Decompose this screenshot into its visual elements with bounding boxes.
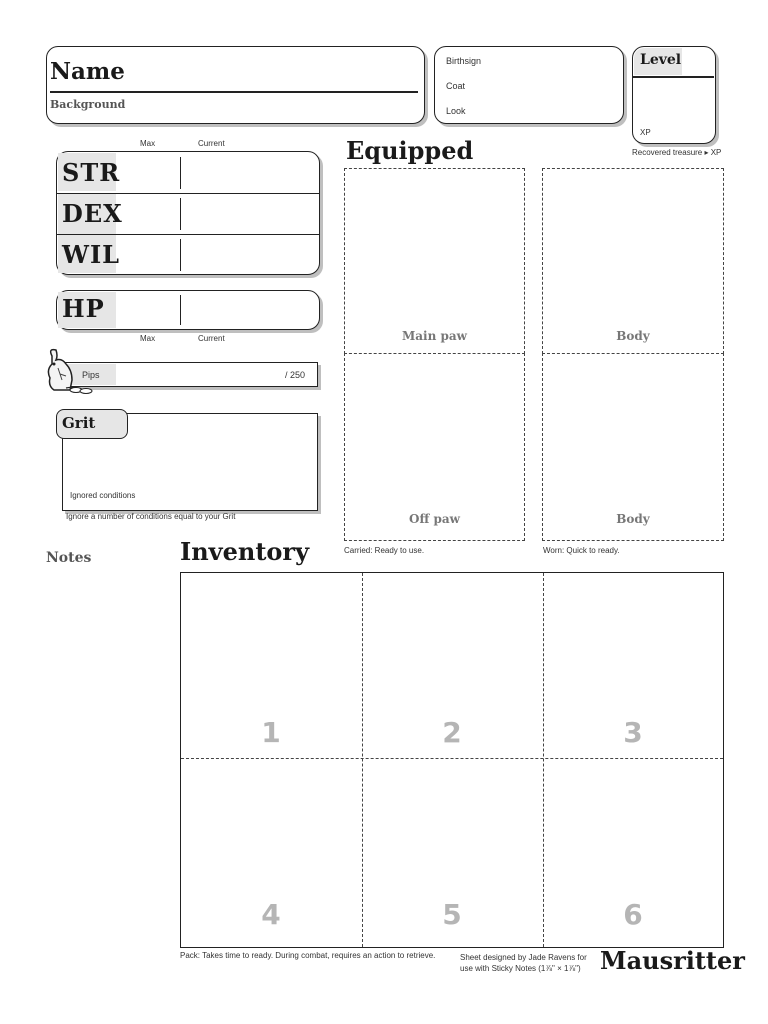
inventory-slot-number: 5 [442, 898, 462, 931]
grit-label: Grit [62, 414, 96, 432]
grit-note: Ignore a number of conditions equal to y… [66, 512, 236, 521]
grit-tab [56, 409, 128, 439]
equipped-title: Equipped [346, 136, 474, 165]
inventory-slot-number: 2 [442, 716, 462, 749]
bio-box[interactable] [434, 46, 624, 124]
body-label-1: Body [616, 329, 650, 343]
inventory-slot-number: 4 [261, 898, 281, 931]
name-divider [50, 91, 418, 93]
xp-label: XP [640, 128, 651, 137]
recovered-treasure-note: Recovered treasure ▸ XP [632, 148, 722, 157]
background-label: Background [50, 98, 126, 111]
worn-note: Worn: Quick to ready. [543, 546, 620, 555]
hp-label: HP [62, 294, 105, 323]
level-divider [632, 76, 714, 78]
mouse-coin-icon [47, 348, 93, 394]
inventory-slot-number: 3 [623, 716, 643, 749]
str-label: STR [62, 158, 121, 187]
hp-shade [58, 292, 116, 328]
body-slot-2[interactable] [542, 353, 724, 541]
off-paw-label: Off paw [409, 512, 460, 526]
birthsign-label: Birthsign [446, 56, 482, 66]
inventory-grid[interactable] [180, 572, 724, 948]
hp-current-header: Current [198, 334, 225, 343]
credit-note: Sheet designed by Jade Ravens for use wi… [460, 953, 587, 973]
main-paw-slot[interactable] [344, 168, 525, 354]
body-slot-1[interactable] [542, 168, 724, 354]
carried-note: Carried: Ready to use. [344, 546, 425, 555]
level-label: Level [640, 52, 682, 68]
max-column-header: Max [140, 139, 156, 148]
pips-label: Pips [82, 370, 100, 380]
wil-column-divider [180, 239, 181, 271]
str-shade [58, 153, 116, 191]
inventory-slot-number: 1 [261, 716, 281, 749]
wil-shade [58, 235, 116, 273]
pips-max: / 250 [285, 370, 306, 380]
coat-label: Coat [446, 81, 466, 91]
wil-label: WIL [62, 240, 121, 269]
hp-column-divider [180, 295, 181, 325]
hp-max-header: Max [140, 334, 156, 343]
level-shade [634, 48, 682, 75]
name-box[interactable] [46, 46, 425, 124]
name-label: Name [50, 58, 125, 85]
str-column-divider [180, 157, 181, 189]
dex-column-divider [180, 198, 181, 230]
main-paw-label: Main paw [401, 329, 467, 343]
current-column-header: Current [198, 139, 225, 148]
stat-divider [56, 193, 320, 194]
dex-shade [58, 194, 116, 234]
pips-shade [64, 364, 116, 385]
inventory-column-divider [362, 573, 363, 947]
off-paw-slot[interactable] [344, 353, 525, 541]
inventory-column-divider [543, 573, 544, 947]
dex-label: DEX [62, 199, 123, 228]
inventory-title: Inventory [180, 537, 310, 566]
inventory-row-divider [181, 758, 723, 759]
ignored-conditions-label: Ignored conditions [70, 491, 136, 500]
stat-divider [56, 234, 320, 235]
notes-label: Notes [46, 550, 92, 566]
look-label: Look [446, 106, 466, 116]
brand-logo: Mausritter [600, 946, 745, 975]
body-label-2: Body [616, 512, 650, 526]
inventory-slot-number: 6 [623, 898, 643, 931]
pack-note: Pack: Takes time to ready. During combat… [180, 951, 436, 960]
